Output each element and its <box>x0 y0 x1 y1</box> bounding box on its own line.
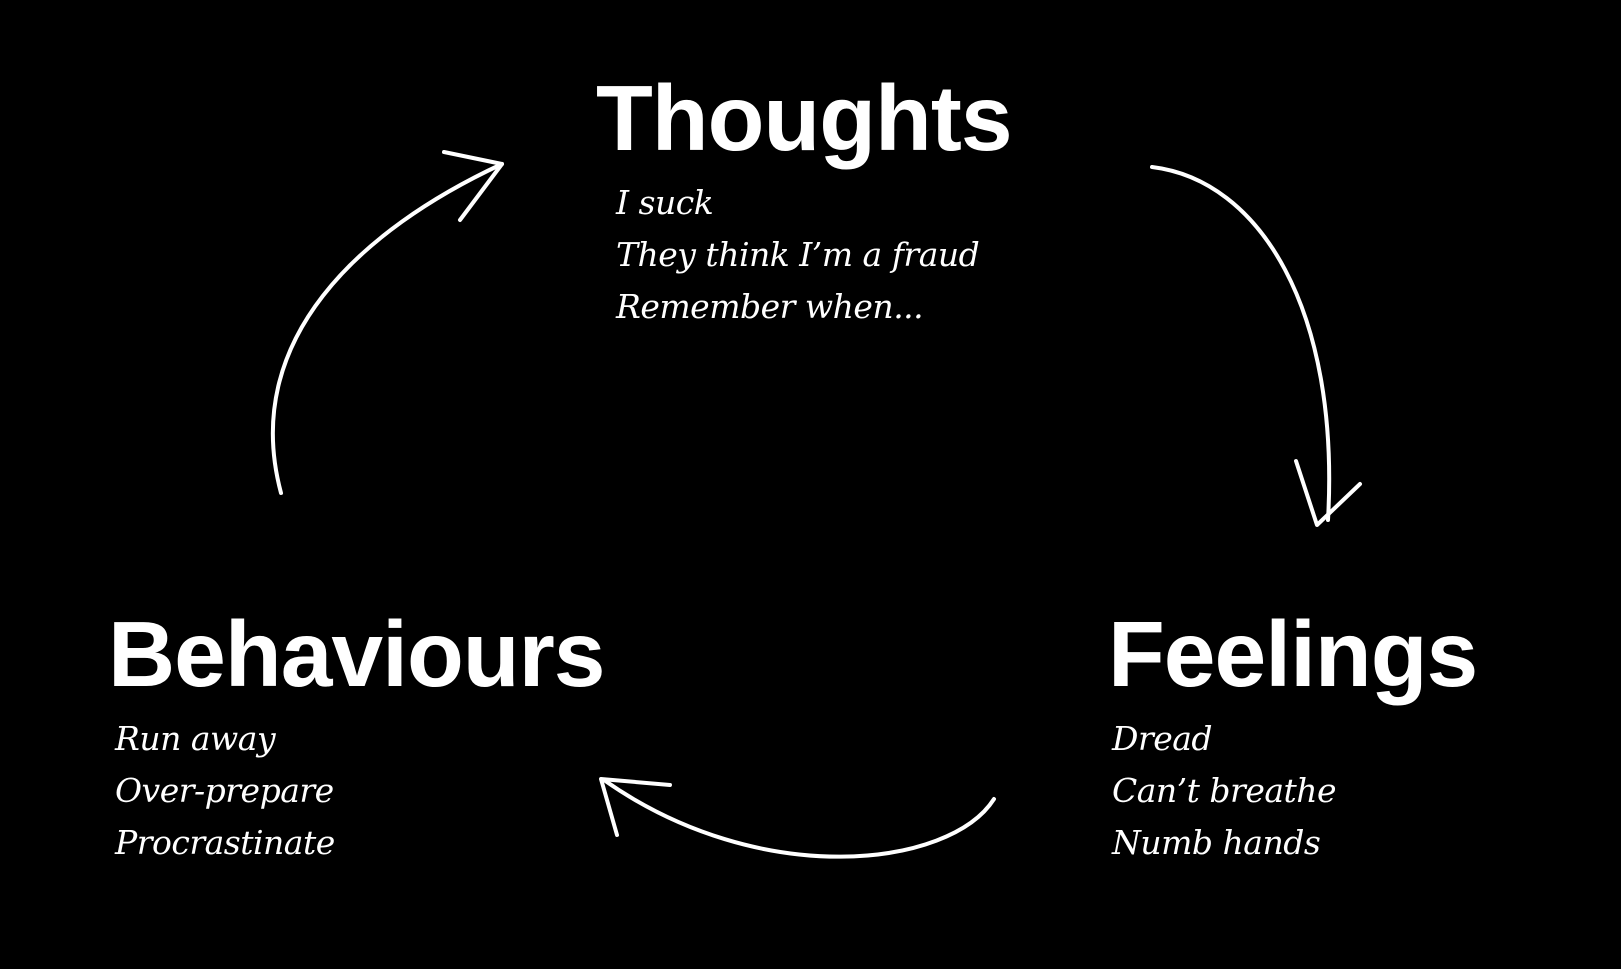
feelings-item: Numb hands <box>1112 823 1321 862</box>
arrow-behaviours-to-thoughts-head <box>442 150 504 222</box>
arrow-feelings-to-behaviours-head <box>599 777 672 837</box>
feelings-item: Can’t breathe <box>1112 771 1337 810</box>
node-behaviours: Behaviours Run away Over-prepare Procras… <box>108 602 606 869</box>
feelings-list: Dread Can’t breathe Numb hands <box>1112 713 1477 869</box>
feelings-item: Dread <box>1112 719 1213 758</box>
arrow-thoughts-to-feelings-curve <box>1150 165 1332 522</box>
behaviours-title: Behaviours <box>108 602 606 706</box>
behaviours-item: Over-prepare <box>115 771 334 810</box>
behaviours-item: Procrastinate <box>115 823 335 862</box>
thoughts-item: I suck <box>616 183 714 222</box>
behaviours-item: Run away <box>115 719 276 758</box>
arrow-thoughts-to-feelings-head <box>1294 459 1362 527</box>
thoughts-title: Thoughts <box>596 66 1013 170</box>
arrow-feelings-to-behaviours-curve <box>602 778 996 859</box>
arrow-thoughts-to-feelings <box>1150 165 1362 527</box>
arrow-behaviours-to-thoughts-curve <box>270 162 504 495</box>
arrow-feelings-to-behaviours <box>599 777 996 859</box>
node-feelings: Feelings Dread Can’t breathe Numb hands <box>1108 602 1478 869</box>
thoughts-item: They think I’m a fraud <box>616 235 980 274</box>
thoughts-item: Remember when... <box>616 287 924 326</box>
behaviours-list: Run away Over-prepare Procrastinate <box>115 713 605 869</box>
thoughts-list: I suck They think I’m a fraud Remember w… <box>616 177 1012 333</box>
node-thoughts: Thoughts I suck They think I’m a fraud R… <box>596 66 1013 333</box>
arrow-behaviours-to-thoughts <box>270 150 504 495</box>
feelings-title: Feelings <box>1108 602 1478 706</box>
